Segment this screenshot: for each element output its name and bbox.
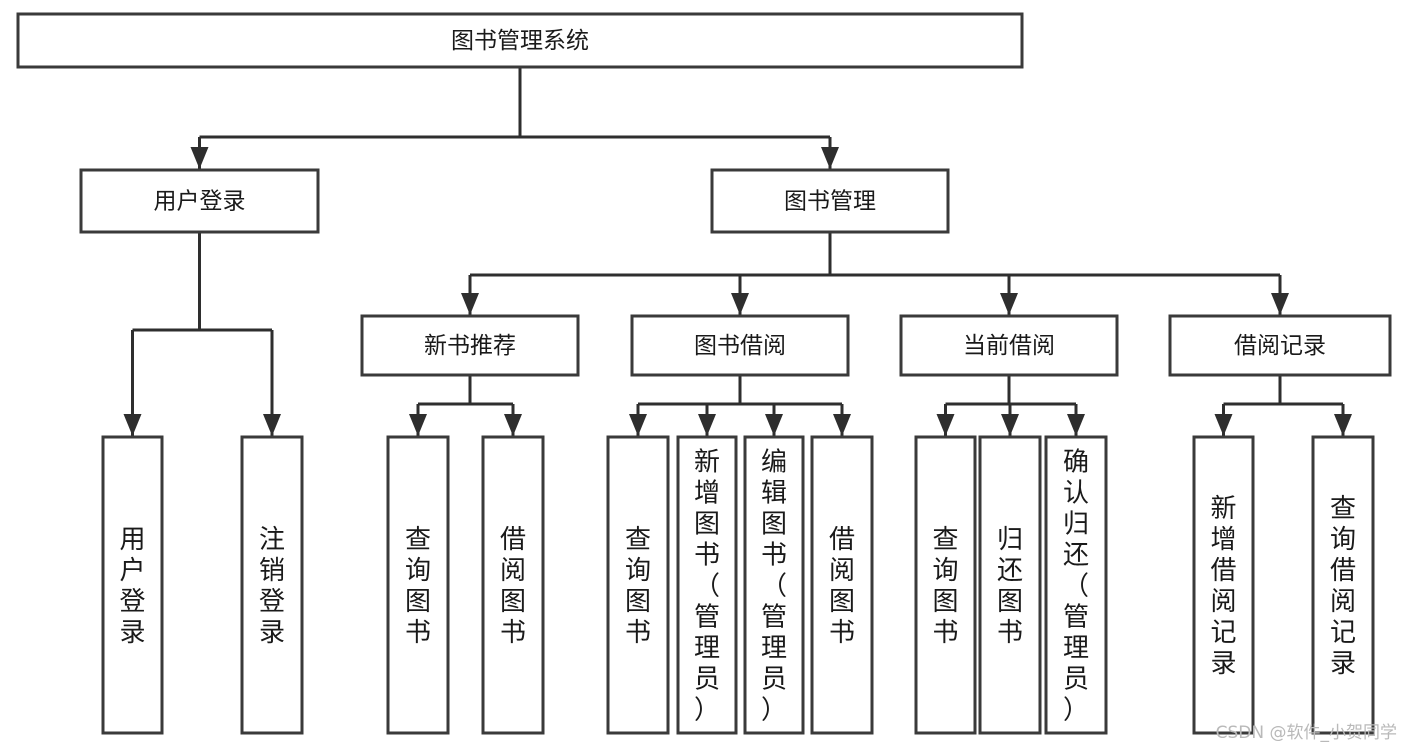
node-leaf-0-rect — [101, 435, 164, 735]
node-leaf-1-rect — [240, 435, 304, 735]
node-leaf-5-rect — [676, 435, 738, 735]
node-leaf-6[interactable]: 编辑图书（管理员） — [743, 435, 805, 735]
node-root[interactable]: 图书管理系统 — [16, 12, 1024, 69]
l3-3-arrow-1 — [1334, 414, 1352, 436]
diagram-nodes: 图书管理系统用户登录图书管理新书推荐图书借阅当前借阅借阅记录用户登录注销登录查询… — [16, 12, 1392, 735]
node-leaf-2-rect — [386, 435, 450, 735]
user-login-arrow-0 — [123, 414, 142, 436]
node-leaf-6-label: 编辑图书（管理员） — [761, 447, 787, 725]
node-leaf-12-label: 查询借阅记录 — [1330, 494, 1356, 679]
l3-2-arrow-1 — [1001, 414, 1019, 436]
node-leaf-12-rect — [1311, 435, 1375, 735]
node-leaf-2-label: 查询图书 — [405, 525, 431, 648]
node-leaf-11-rect — [1192, 435, 1255, 735]
node-level3-3-rect — [1168, 314, 1392, 377]
node-level3-2-label: 当前借阅 — [963, 333, 1055, 359]
node-leaf-9[interactable]: 归还图书 — [978, 435, 1042, 735]
node-leaf-3-label: 借阅图书 — [500, 525, 526, 648]
node-level3-0-label: 新书推荐 — [424, 333, 516, 359]
node-level2-0-rect — [79, 168, 320, 234]
l3-2-arrow-2 — [1067, 414, 1085, 436]
root-arrow-1 — [821, 147, 839, 169]
node-leaf-12[interactable]: 查询借阅记录 — [1311, 435, 1375, 735]
node-leaf-3-rect — [481, 435, 545, 735]
node-leaf-7-label: 借阅图书 — [829, 525, 855, 648]
l3-2-arrow-0 — [936, 414, 955, 436]
user-login-arrow-1 — [263, 414, 281, 436]
node-leaf-0-label: 用户登录 — [119, 525, 145, 648]
root-arrow-0 — [190, 147, 209, 169]
node-leaf-9-rect — [978, 435, 1042, 735]
node-level3-3[interactable]: 借阅记录 — [1168, 314, 1392, 377]
node-root-rect — [16, 12, 1024, 69]
node-leaf-9-label: 归还图书 — [997, 525, 1023, 648]
node-leaf-4[interactable]: 查询图书 — [606, 435, 670, 735]
l3-0-arrow-1 — [504, 414, 522, 436]
l3-0-arrow-0 — [409, 414, 427, 436]
node-level3-0[interactable]: 新书推荐 — [360, 314, 580, 377]
l3-1-arrow-3 — [833, 414, 851, 436]
node-level3-1-rect — [630, 314, 850, 377]
node-leaf-6-rect — [743, 435, 805, 735]
node-leaf-5-label: 新增图书（管理员） — [694, 447, 720, 725]
node-leaf-4-rect — [606, 435, 670, 735]
node-leaf-11[interactable]: 新增借阅记录 — [1192, 435, 1255, 735]
connector-edges — [123, 67, 1352, 436]
node-level2-1-rect — [710, 168, 950, 234]
node-level3-2-rect — [899, 314, 1119, 377]
node-level2-1-label: 图书管理 — [784, 189, 876, 215]
l3-3-arrow-0 — [1214, 414, 1233, 436]
node-level3-0-rect — [360, 314, 580, 377]
l3-1-arrow-0 — [629, 414, 647, 436]
node-level3-3-label: 借阅记录 — [1234, 333, 1326, 359]
node-leaf-1-label: 注销登录 — [259, 525, 285, 648]
node-leaf-8[interactable]: 查询图书 — [914, 435, 977, 735]
node-leaf-8-label: 查询图书 — [932, 525, 958, 648]
node-root-label: 图书管理系统 — [451, 28, 589, 54]
l3-1-arrow-2 — [765, 414, 783, 436]
node-level2-0-label: 用户登录 — [154, 189, 246, 215]
node-leaf-4-label: 查询图书 — [625, 525, 651, 648]
node-leaf-3[interactable]: 借阅图书 — [481, 435, 545, 735]
l3-1-arrow-1 — [698, 414, 716, 436]
node-leaf-7[interactable]: 借阅图书 — [810, 435, 874, 735]
book-mgmt-arrow-0 — [461, 293, 479, 315]
node-leaf-8-rect — [914, 435, 977, 735]
node-level2-0[interactable]: 用户登录 — [79, 168, 320, 234]
node-leaf-10[interactable]: 确认归还（管理员） — [1044, 435, 1108, 735]
node-level3-2[interactable]: 当前借阅 — [899, 314, 1119, 377]
node-leaf-10-label: 确认归还（管理员） — [1063, 447, 1089, 725]
book-mgmt-arrow-1 — [731, 293, 749, 315]
node-leaf-0[interactable]: 用户登录 — [101, 435, 164, 735]
node-level2-1[interactable]: 图书管理 — [710, 168, 950, 234]
node-level3-1-label: 图书借阅 — [694, 333, 786, 359]
book-mgmt-arrow-3 — [1271, 293, 1289, 315]
node-leaf-2[interactable]: 查询图书 — [386, 435, 450, 735]
node-leaf-1[interactable]: 注销登录 — [240, 435, 304, 735]
book-mgmt-arrow-2 — [1000, 293, 1018, 315]
node-leaf-7-rect — [810, 435, 874, 735]
node-level3-1[interactable]: 图书借阅 — [630, 314, 850, 377]
node-leaf-11-label: 新增借阅记录 — [1210, 494, 1236, 679]
node-leaf-10-rect — [1044, 435, 1108, 735]
node-leaf-5[interactable]: 新增图书（管理员） — [676, 435, 738, 735]
